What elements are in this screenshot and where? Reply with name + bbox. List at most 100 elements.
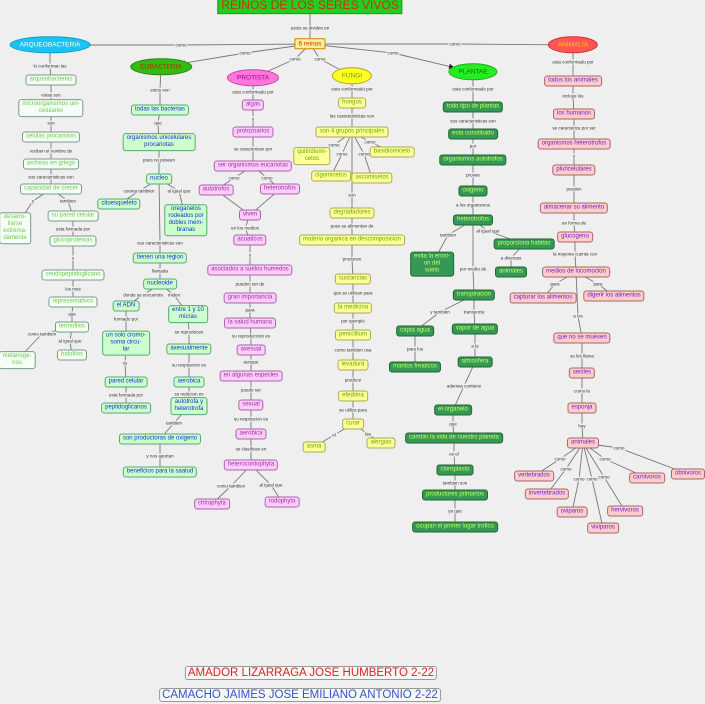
concept-node[interactable]: asociados a suelos humedos xyxy=(207,264,293,276)
concept-node[interactable]: ascomisetos xyxy=(351,172,393,184)
concept-node[interactable]: levadura xyxy=(337,359,369,371)
concept-node[interactable]: celulas procariotas xyxy=(21,131,81,143)
concept-node[interactable]: su pared celular xyxy=(47,210,99,222)
concept-node[interactable]: cloroplasto xyxy=(436,464,474,476)
concept-node[interactable]: heterocontophyta xyxy=(223,459,279,471)
concept-node[interactable]: sustancias xyxy=(334,273,372,285)
concept-node[interactable]: peptidoglicanos xyxy=(101,402,151,414)
concept-node[interactable]: aerobica xyxy=(173,376,205,388)
concept-node[interactable]: chlrophyta xyxy=(194,498,230,510)
concept-node[interactable]: metanoge- nos xyxy=(0,351,36,369)
concept-node[interactable]: esta constituido xyxy=(448,128,498,140)
concept-node[interactable]: alergias xyxy=(366,437,396,449)
concept-node[interactable]: autotrofa y heterotrofa xyxy=(170,397,208,415)
concept-node[interactable]: digerir los alimentos xyxy=(583,290,645,302)
concept-node[interactable]: aerobica xyxy=(235,428,267,440)
concept-node[interactable]: mantos freaticos xyxy=(388,361,442,373)
map-title[interactable]: REINOS DE LOS SERES VIVOS xyxy=(217,0,403,14)
concept-node[interactable]: halofilos xyxy=(56,349,88,361)
concept-node[interactable]: acuaticos xyxy=(233,234,267,246)
concept-node[interactable]: el organelo xyxy=(434,404,472,416)
concept-node[interactable]: hervivoros xyxy=(607,505,643,517)
concept-node[interactable]: oviparos xyxy=(556,506,588,518)
concept-node[interactable]: proporciona habitas xyxy=(493,238,555,250)
kingdom-node[interactable]: FUNGI xyxy=(331,67,373,85)
concept-node[interactable]: representativos xyxy=(48,296,98,308)
concept-node[interactable]: el ADN xyxy=(112,300,140,312)
concept-node[interactable]: ocupan el primer lugar trofico xyxy=(412,521,498,533)
concept-node[interactable]: pared celular xyxy=(104,376,148,388)
concept-node[interactable]: hongos xyxy=(338,97,366,109)
kingdom-node[interactable]: ARQUEOBACTERIA xyxy=(9,36,91,54)
concept-node[interactable]: todo tipo de plantas xyxy=(442,101,504,113)
concept-node[interactable]: materia organica en descomposicion xyxy=(299,234,405,246)
concept-node[interactable]: archeas en griego xyxy=(22,158,80,170)
concept-node[interactable]: viven xyxy=(238,209,262,221)
concept-node[interactable]: productores primarios xyxy=(421,489,489,501)
concept-node[interactable]: beneficios para la saalud xyxy=(122,466,198,478)
concept-node[interactable]: evita la erosi- on del suelo xyxy=(410,251,454,277)
concept-node[interactable]: ser organismos eucariotas xyxy=(213,160,293,172)
concept-node[interactable]: basidiomiceto xyxy=(369,146,415,158)
concept-node[interactable]: protozoarios xyxy=(232,126,274,138)
concept-node[interactable]: axesualmente xyxy=(166,343,212,355)
concept-node[interactable]: los humanos xyxy=(552,108,596,120)
concept-node[interactable]: 6 reinos xyxy=(294,38,326,50)
kingdom-node[interactable]: PLANTAE xyxy=(448,63,498,81)
concept-node[interactable]: desarro- llarse extrema- damente xyxy=(0,212,31,244)
concept-node[interactable]: organismos autotrofos xyxy=(439,154,507,166)
concept-node[interactable]: axesual xyxy=(236,344,266,356)
concept-node[interactable]: que no se mueven xyxy=(553,332,611,344)
concept-node[interactable]: glucogeno xyxy=(557,231,593,243)
concept-node[interactable]: oreganelos rodeados por dobles mem- bran… xyxy=(164,204,208,236)
concept-node[interactable]: esponja xyxy=(567,402,597,414)
concept-node[interactable]: cigomicetos xyxy=(311,170,351,182)
concept-node[interactable]: algas xyxy=(241,99,265,111)
concept-node[interactable]: pluricelulares xyxy=(552,164,596,176)
concept-node[interactable]: cambio la vida de nuestro planeta xyxy=(405,432,503,444)
concept-node[interactable]: medios de locomocion xyxy=(542,266,610,278)
concept-node[interactable]: glucoproteinas xyxy=(49,235,97,247)
concept-node[interactable]: capturar los alimentos xyxy=(509,292,577,304)
concept-node[interactable]: tienen una region xyxy=(132,252,188,264)
concept-node[interactable]: gran importancia xyxy=(223,292,277,304)
concept-node[interactable]: todos los animales xyxy=(544,75,602,87)
concept-node[interactable]: son productoras de oxigeno xyxy=(118,433,202,445)
concept-node[interactable]: quitridiomi- cetos xyxy=(293,147,331,165)
concept-node[interactable]: nucleoide xyxy=(143,278,177,290)
concept-node[interactable]: capacidad de crecer xyxy=(19,183,83,195)
kingdom-node[interactable]: PROTISTA xyxy=(226,69,280,87)
kingdom-node[interactable]: ANIMALIA xyxy=(547,36,599,54)
concept-node[interactable]: termofilos xyxy=(54,321,90,333)
concept-node[interactable]: la medicina xyxy=(333,302,373,314)
concept-node[interactable]: la salud humana xyxy=(223,317,277,329)
concept-node[interactable]: seciles xyxy=(568,367,596,379)
concept-node[interactable]: organismos unicelulares procariotas xyxy=(122,133,196,151)
concept-node[interactable]: microorganismos uni- celulares xyxy=(18,99,84,117)
concept-node[interactable]: seudopeptidoglicano xyxy=(41,269,105,281)
concept-node[interactable]: degradadores xyxy=(329,207,375,219)
concept-node[interactable]: un solo cromo- soma circu- lar xyxy=(102,330,150,356)
concept-node[interactable]: vapor de agua xyxy=(451,323,499,335)
concept-node[interactable]: nucleo xyxy=(146,173,172,185)
concept-node[interactable]: carnivoros xyxy=(629,472,665,484)
concept-node[interactable]: invertebrados xyxy=(524,488,570,500)
concept-node[interactable]: capta agua xyxy=(396,325,434,337)
concept-node[interactable]: atmosfera xyxy=(457,356,493,368)
concept-node[interactable]: autotrofos xyxy=(198,184,234,196)
concept-node[interactable]: son 4 grupos principales xyxy=(315,126,389,138)
concept-node[interactable]: penicillium xyxy=(334,329,372,341)
concept-node[interactable]: curar xyxy=(342,418,364,430)
concept-node[interactable]: todas las bacterias xyxy=(130,104,190,116)
concept-node[interactable]: sexual xyxy=(238,399,264,411)
concept-node[interactable]: citoesqueleto xyxy=(97,198,141,210)
concept-node[interactable]: oxigeno xyxy=(458,185,488,197)
concept-node[interactable]: almacenar su alimento xyxy=(539,202,609,214)
concept-node[interactable]: animales xyxy=(566,437,600,449)
kingdom-node[interactable]: EUBACTERIA xyxy=(130,58,192,76)
concept-node[interactable]: arqueobacterias xyxy=(25,74,77,86)
concept-node[interactable]: rodophyta xyxy=(264,496,300,508)
concept-node[interactable]: en algunas especies xyxy=(219,370,283,382)
concept-node[interactable]: entre 1 y 10 micras xyxy=(168,305,208,323)
concept-node[interactable]: organismos heterotrofos xyxy=(537,138,611,150)
